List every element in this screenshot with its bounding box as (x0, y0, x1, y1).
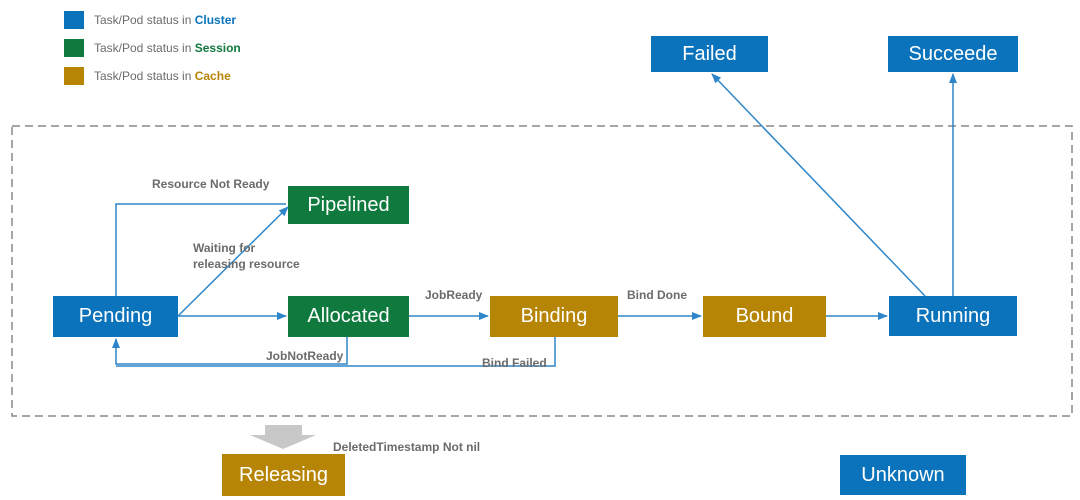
legend-cluster: Task/Pod status in Cluster (64, 10, 236, 30)
edge-binding-bind-failed (116, 337, 556, 367)
state-unknown: Unknown (840, 455, 966, 495)
state-bound: Bound (703, 296, 826, 337)
label-deleted-timestamp: DeletedTimestamp Not nil (333, 440, 481, 454)
state-pending: Pending (53, 296, 178, 337)
label-waiting-line1: Waiting for (193, 241, 256, 255)
edge-pending-resource-not-ready (112, 203, 286, 305)
edge-running-to-failed (711, 73, 926, 297)
edge-allocated-job-not-ready (112, 337, 348, 365)
edge-pending-to-pipelined (177, 206, 289, 317)
state-failed: Failed (651, 36, 768, 72)
session-boundary (11, 125, 1073, 417)
legend-swatch-session (64, 39, 84, 57)
legend-text-cluster: Task/Pod status in Cluster (94, 13, 237, 27)
state-succeede: Succeede (888, 36, 1018, 72)
legend-text-session: Task/Pod status in Session (94, 41, 241, 55)
state-pipelined: Pipelined (288, 186, 409, 224)
state-running: Running (889, 296, 1017, 336)
legend-strong-cache: Cache (194, 69, 231, 83)
legend-session: Task/Pod status in Session (64, 38, 241, 58)
label-job-not-ready: JobNotReady (266, 349, 344, 363)
state-allocated: Allocated (288, 296, 409, 337)
legend-swatch-cache (64, 67, 84, 85)
legend-swatch-cluster (64, 11, 84, 29)
label-bind-done: Bind Done (627, 288, 687, 302)
label-resource-not-ready: Resource Not Ready (152, 177, 270, 191)
label-waiting-line2: releasing resource (193, 257, 300, 271)
legend-cache: Task/Pod status in Cache (64, 66, 231, 86)
label-job-ready: JobReady (425, 288, 483, 302)
releasing-arrow (250, 425, 316, 449)
label-bind-failed: Bind Failed (482, 356, 547, 370)
legend-strong-session: Session (194, 41, 241, 55)
legend-strong-cluster: Cluster (194, 13, 237, 27)
state-binding: Binding (490, 296, 618, 337)
state-releasing: Releasing (222, 454, 345, 496)
legend-text-cache: Task/Pod status in Cache (94, 69, 231, 83)
